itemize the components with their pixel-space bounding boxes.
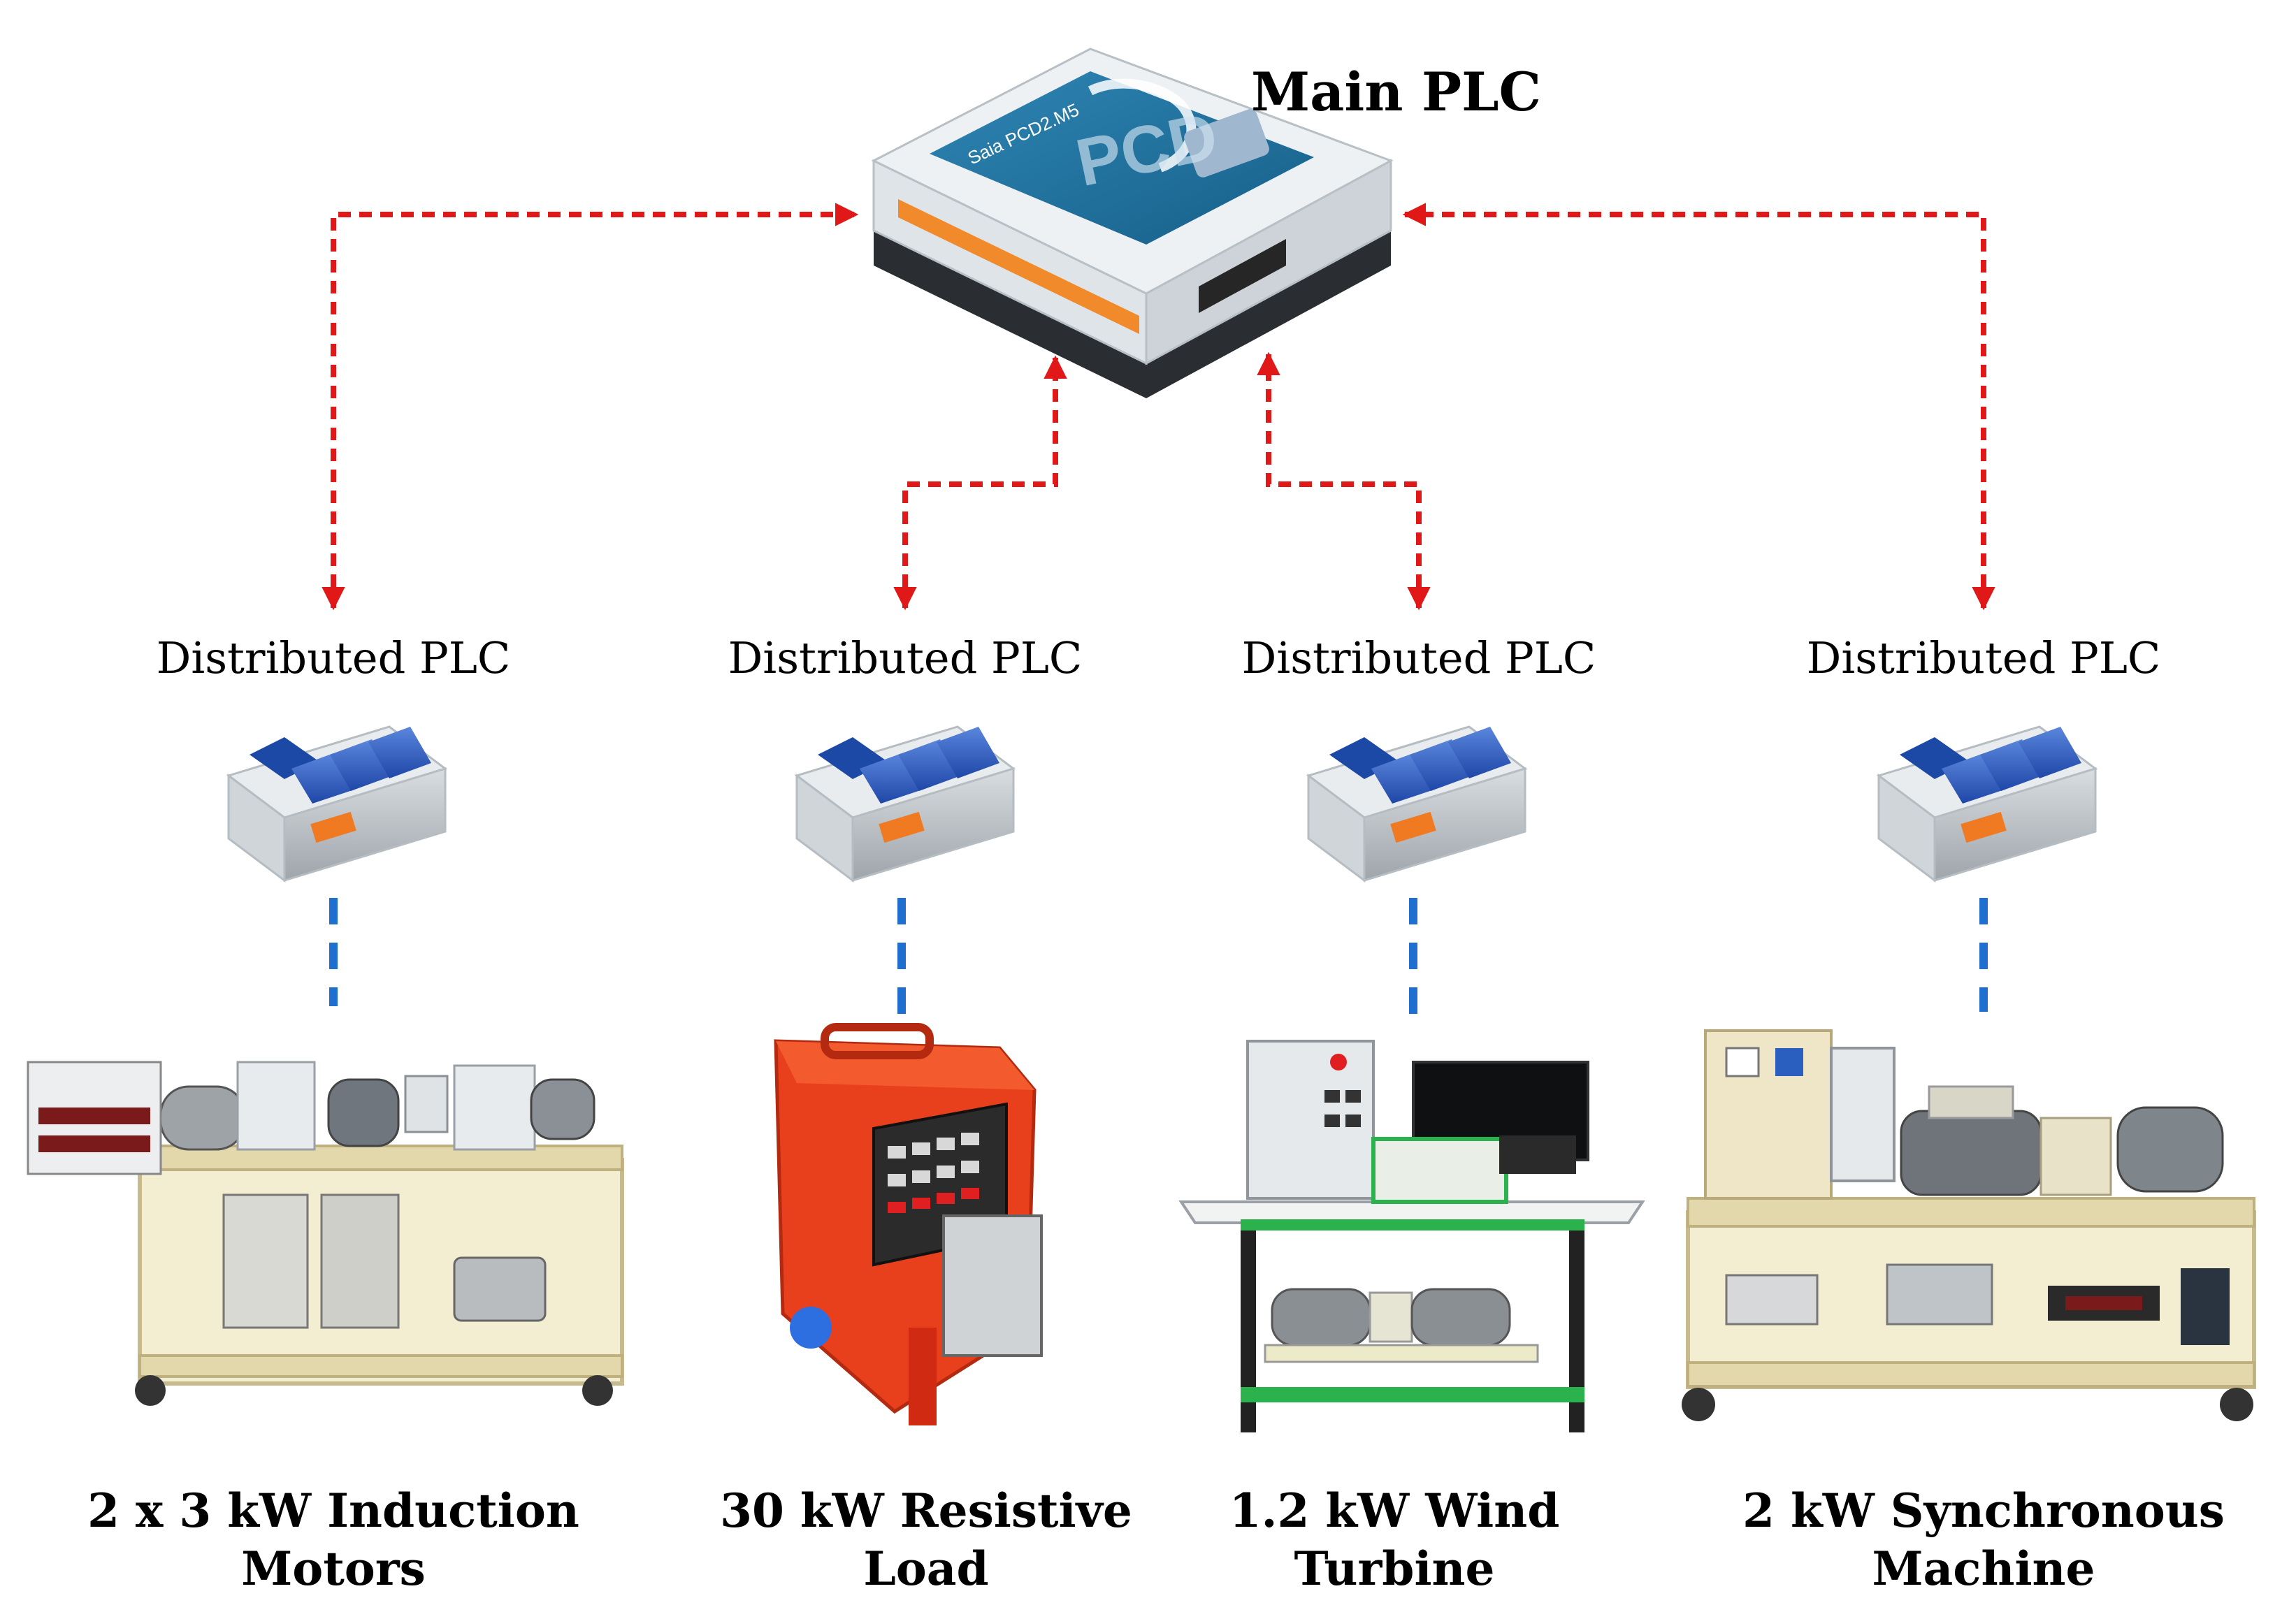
blue-links xyxy=(329,898,1988,1031)
distributed-plc-label-1: Distributed PLC xyxy=(157,632,511,683)
wind-turbine-bench xyxy=(1178,1040,1645,1432)
caption-station-3-line-1: 1.2 kW Wind xyxy=(1229,1483,1560,1538)
distributed-plc-module-4 xyxy=(1876,725,2098,883)
caption-station-2-line-1: 30 kW Resistive xyxy=(720,1483,1132,1538)
caption-station-3-line-2: Turbine xyxy=(1294,1541,1494,1596)
red-links xyxy=(322,203,1995,611)
caption-station-4-line-2: Machine xyxy=(1872,1541,2095,1596)
caption-station-2-line-2: Load xyxy=(863,1541,988,1596)
distributed-plc-module-1 xyxy=(226,725,448,883)
distributed-plc-module-3 xyxy=(1306,725,1528,883)
induction-motors-bench xyxy=(27,1061,624,1406)
link-main-to-station-1 xyxy=(322,203,859,611)
distributed-plc-label-3: Distributed PLC xyxy=(1242,632,1596,683)
caption-station-1-line-2: Motors xyxy=(241,1541,426,1596)
distributed-labels: Distributed PLC Distributed PLC Distribu… xyxy=(157,632,2161,683)
link-main-to-station-3 xyxy=(1257,351,1431,611)
station-captions: 2 x 3 kW Induction Motors 30 kW Resistiv… xyxy=(87,1483,2225,1596)
synchronous-machine-bench xyxy=(1682,1029,2256,1421)
resistive-load-unit xyxy=(774,1023,1043,1425)
link-main-to-station-4 xyxy=(1402,203,1995,611)
main-plc-device: PCD Saia PCD2.M5 xyxy=(871,48,1394,398)
main-plc-label: Main PLC xyxy=(1251,61,1541,123)
link-main-to-station-2 xyxy=(893,355,1067,611)
caption-station-4-line-1: 2 kW Synchronous xyxy=(1742,1483,2225,1538)
distributed-plc-label-2: Distributed PLC xyxy=(728,632,1083,683)
caption-station-1-line-1: 2 x 3 kW Induction xyxy=(87,1483,579,1538)
distributed-plc-label-4: Distributed PLC xyxy=(1807,632,2161,683)
distributed-plc-module-2 xyxy=(794,725,1016,883)
